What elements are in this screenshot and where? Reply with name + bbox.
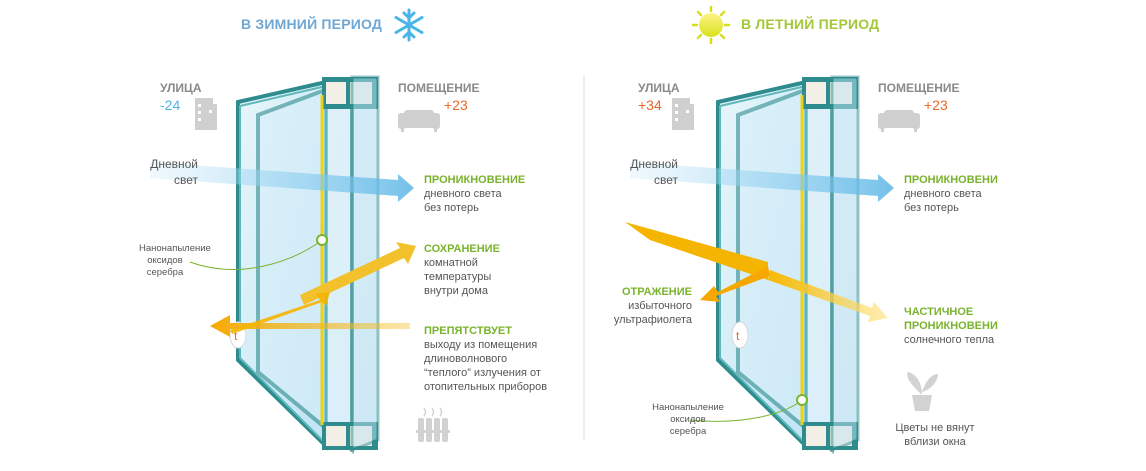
svg-text:t: t — [234, 329, 238, 343]
daylight-ray-winter — [150, 162, 414, 202]
summer-header: В ЛЕТНИЙ ПЕРИОД — [741, 16, 880, 32]
summer-penetration: ПРОНИКНОВЕНИ дневного света без потерь — [904, 174, 998, 214]
coating-marker-summer — [796, 394, 808, 406]
sun-ray-partial — [768, 270, 888, 322]
winter-coating-label: Нанонапыление оксидов серебра — [139, 243, 211, 278]
winter-penetration: ПРОНИКНОВЕНИЕ дневного света без потерь — [424, 174, 526, 214]
winter-street-label: УЛИЦА — [160, 81, 202, 95]
summer-daylight: Дневной свет — [630, 157, 678, 187]
svg-text:t: t — [736, 329, 740, 343]
summer-coating-label: Нанонапыление оксидов серебра — [652, 402, 724, 437]
summer-room-temp: +23 — [924, 97, 948, 113]
winter-room-label: ПОМЕЩЕНИЕ — [398, 81, 480, 95]
daylight-ray-summer — [630, 162, 894, 202]
summer-reflection: ОТРАЖЕНИЕ избыточного ультрафиолета — [613, 286, 692, 326]
coating-marker-winter — [316, 234, 328, 246]
sun-ray-reflected — [700, 266, 770, 302]
winter-prevents: ПРЕПЯТСТВУЕТ выходу из помещения длиново… — [424, 325, 548, 393]
sun-icon — [691, 5, 731, 45]
winter-street-temp: -24 — [160, 97, 181, 113]
sun-ray-incoming — [625, 222, 768, 280]
radiator-icon — [416, 407, 450, 442]
winter-header: В ЗИМНИЙ ПЕРИОД — [241, 16, 383, 32]
summer-street-label: УЛИЦА — [638, 81, 680, 95]
winter-room-temp: +23 — [444, 97, 468, 113]
winter-window: t — [229, 75, 380, 455]
building-icon-winter — [195, 98, 217, 130]
summer-partial: ЧАСТИЧНОЕ ПРОНИКНОВЕНИ солнечного тепла — [904, 306, 998, 346]
plant-icon — [907, 372, 938, 411]
sofa-icon-summer — [878, 110, 920, 132]
building-icon-summer — [672, 98, 694, 130]
snowflake-icon — [394, 8, 424, 42]
winter-daylight: Дневной свет — [150, 157, 198, 187]
summer-room-label: ПОМЕЩЕНИЕ — [878, 81, 960, 95]
heat-ray-preserved — [300, 242, 416, 305]
summer-flowers-note: Цветы не вянут вблизи окна — [895, 422, 975, 448]
winter-preservation: СОХРАНЕНИЕ комнатной температуры внутри … — [424, 243, 500, 297]
summer-street-temp: +34 — [638, 97, 662, 113]
heat-ray-blocked — [210, 315, 410, 337]
sofa-icon-winter — [398, 110, 440, 132]
